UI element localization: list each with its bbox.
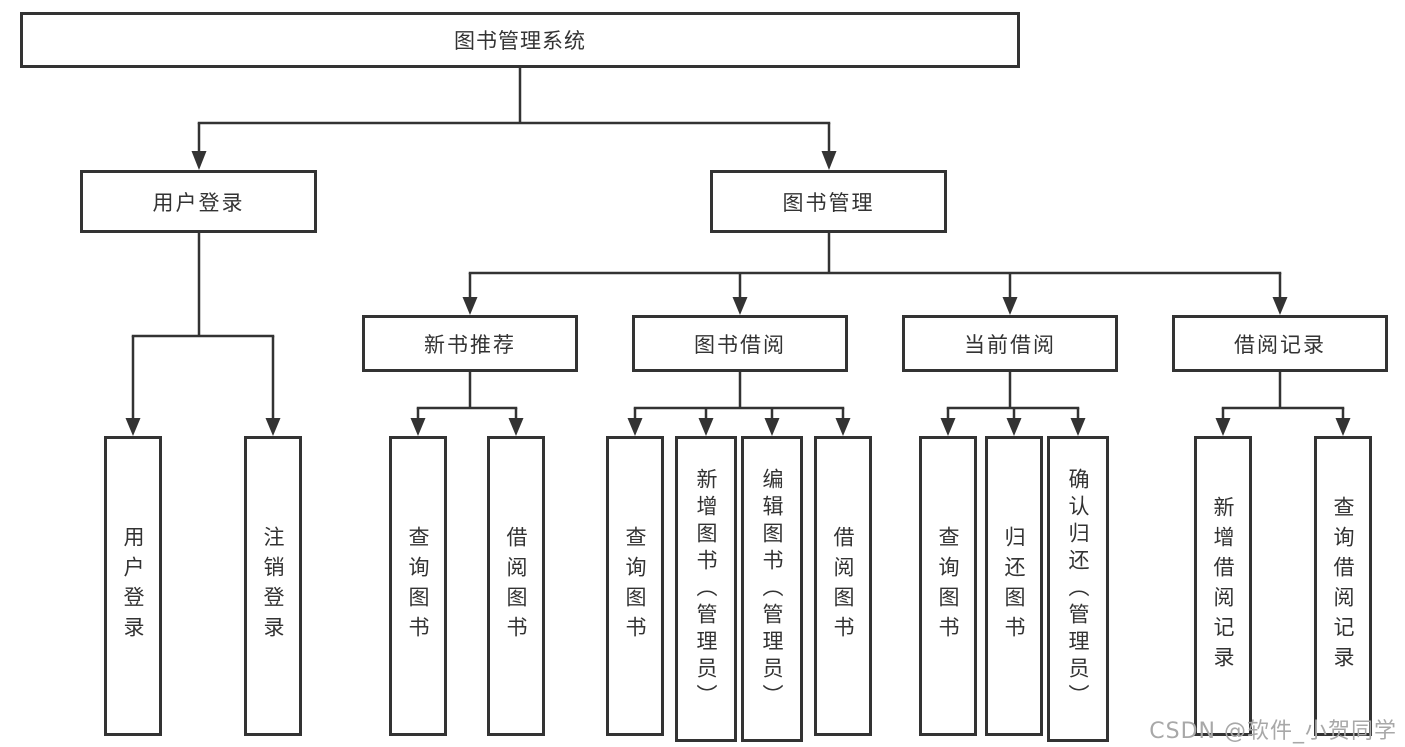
leaf-query-borrow-record: 查询借阅记录 — [1314, 436, 1372, 736]
leaf-return-books: 归还图书 — [985, 436, 1043, 736]
leaf-add-borrow-record: 新增借阅记录 — [1194, 436, 1252, 736]
connector-currentborrow-to-leaves — [940, 372, 1086, 436]
leaf-add-books-admin: 新增图书（管理员） — [675, 436, 737, 742]
leaf-logout: 注销登录 — [244, 436, 302, 736]
connector-borrowrecords-to-leaves — [1215, 372, 1351, 436]
leaf-query-books-recommend: 查询图书 — [389, 436, 447, 736]
leaf-edit-books-admin: 编辑图书（管理员） — [741, 436, 803, 742]
node-book-management: 图书管理 — [710, 170, 947, 233]
leaf-borrow-books-recommend: 借阅图书 — [487, 436, 545, 736]
connector-userlogin-to-leaves — [125, 233, 281, 436]
connector-bookborrow-to-leaves — [627, 372, 851, 436]
leaf-user-login: 用户登录 — [104, 436, 162, 736]
leaf-borrow-books: 借阅图书 — [814, 436, 872, 736]
connector-root-to-level2 — [191, 68, 837, 170]
node-current-borrowing: 当前借阅 — [902, 315, 1118, 372]
watermark: CSDN @软件_小贺同学 — [1149, 719, 1397, 744]
leaf-query-books-current: 查询图书 — [919, 436, 977, 736]
connector-newbooks-to-leaves — [410, 372, 524, 436]
node-book-borrowing: 图书借阅 — [632, 315, 848, 372]
connector-bookmgmt-to-level3 — [462, 233, 1288, 315]
node-borrowing-records: 借阅记录 — [1172, 315, 1388, 372]
node-user-login: 用户登录 — [80, 170, 317, 233]
leaf-confirm-return-admin: 确认归还（管理员） — [1047, 436, 1109, 742]
node-library-management-system: 图书管理系统 — [20, 12, 1020, 68]
node-new-book-recommendation: 新书推荐 — [362, 315, 578, 372]
leaf-query-books-borrow: 查询图书 — [606, 436, 664, 736]
